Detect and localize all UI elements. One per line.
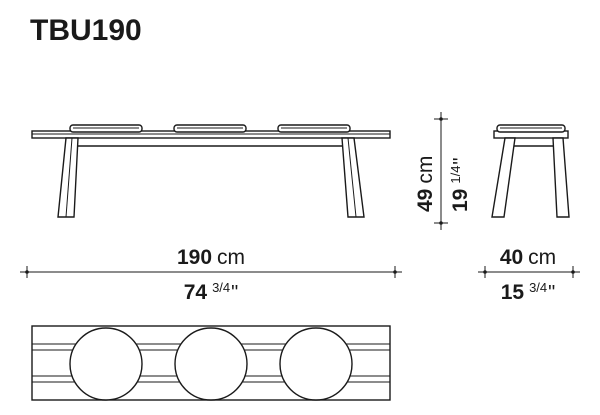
length-dimension-line — [20, 266, 402, 278]
height-inch-mark: " — [450, 157, 472, 164]
model-title: TBU190 — [30, 14, 142, 47]
cushion-side-1 — [69, 124, 143, 133]
depth-inch-fraction: 3/4 — [529, 280, 547, 295]
depth-cm-unit: cm — [528, 246, 556, 269]
cushion-top-3 — [279, 327, 353, 401]
height-inch-fraction: 1/4 — [448, 166, 463, 184]
top-view — [31, 325, 391, 401]
height-dimension-line — [434, 112, 448, 230]
cushion-top-2 — [174, 327, 248, 401]
cushion-top-1 — [69, 327, 143, 401]
svg-text:49cm: 49 cm — [414, 156, 437, 212]
right-leg — [341, 137, 365, 218]
length-inch-mark: " — [231, 282, 238, 304]
svg-text:191/4": 19 1/4 " — [448, 157, 472, 212]
length-inch-fraction: 3/4 — [212, 280, 230, 295]
side-right-leg — [552, 137, 570, 218]
depth-inch-whole: 15 — [501, 281, 525, 304]
height-inch-label: 19 1/4 " — [448, 157, 472, 212]
length-cm-unit: cm — [217, 246, 245, 269]
height-cm-label: 49 cm — [414, 156, 437, 212]
length-inch-label: 74 3/4" — [184, 280, 239, 304]
cushion-side-3 — [277, 124, 351, 133]
height-inch-whole: 19 — [449, 189, 472, 212]
depth-inch-label: 15 3/4" — [501, 280, 556, 304]
length-inch-whole: 74 — [184, 281, 208, 304]
front-view — [31, 124, 391, 218]
cushion-side-2 — [173, 124, 247, 133]
depth-cm-value: 40 — [500, 246, 523, 269]
height-cm-unit: cm — [414, 156, 437, 184]
depth-inch-mark: " — [548, 282, 555, 304]
length-cm-value: 190 — [177, 246, 212, 269]
side-view — [491, 124, 570, 218]
side-left-leg — [491, 137, 516, 218]
height-cm-value: 49 — [414, 189, 437, 212]
depth-dimension-line — [478, 266, 580, 278]
left-leg — [57, 137, 79, 218]
